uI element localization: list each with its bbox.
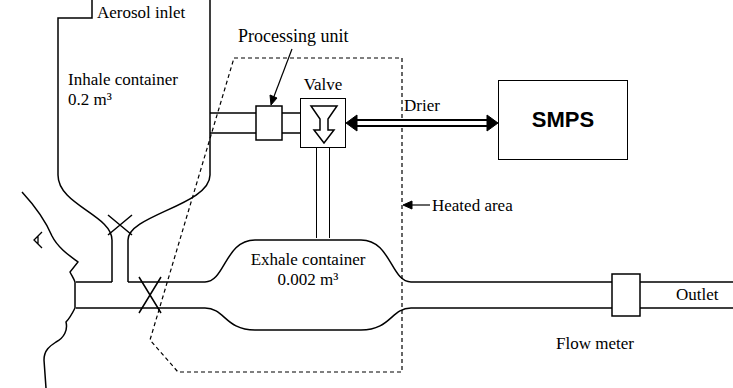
connector-outer (357, 119, 487, 127)
valve-outline-path (311, 106, 337, 143)
connector-inner (317, 148, 329, 238)
face-profile (22, 192, 78, 388)
heated-area-outline (150, 58, 402, 372)
leader-line (410, 204, 430, 205)
processing-unit-label: Processing unit (238, 26, 349, 46)
valve-box: Valve (300, 98, 346, 148)
funnel-outline-path (128, 0, 210, 282)
sample-pipe (210, 113, 300, 133)
exhale-check-valve (139, 277, 161, 313)
leader-arrowhead (403, 201, 412, 209)
arrowhead (487, 115, 498, 131)
bulb-outline-path (205, 308, 411, 330)
valve-outline (301, 99, 347, 149)
connector-outer (316, 148, 330, 238)
inhale-container: Inhale container0.2 m³ (40, 0, 230, 300)
inhale-check-valve (108, 215, 132, 235)
mouth-tube (76, 282, 205, 308)
edge-label: Drier (404, 96, 440, 116)
node-text: 0.2 m³ (68, 90, 178, 110)
node-text: Exhale container (205, 250, 411, 270)
eye-symbol (34, 232, 42, 248)
text-area: SMPS (499, 81, 627, 159)
outlet-tube (411, 282, 733, 308)
label-holder: Processing unit (238, 26, 349, 46)
node-text: Valve (301, 75, 345, 95)
connector-inner (357, 121, 487, 125)
text-area: Inhale container0.2 m³ (68, 70, 178, 110)
smps-box: SMPS (498, 80, 628, 160)
exhale-container: Exhale container0.002 m³ (205, 238, 411, 332)
edge-label-holder: Drier (404, 96, 440, 116)
flow-meter-label: Flow meter (556, 334, 634, 354)
heated-area-label: Heated area (432, 196, 513, 216)
leader-line (273, 49, 292, 99)
processing-unit-symbol (256, 106, 282, 140)
drier-line (346, 115, 498, 131)
leader-arrowhead (270, 95, 277, 105)
valve-pipe (323, 148, 324, 238)
text-area: Exhale container0.002 m³ (205, 250, 411, 290)
node-text: 0.002 m³ (205, 270, 411, 290)
label-holder: Outlet (676, 285, 719, 305)
funnel-outline (40, 0, 230, 300)
label-holder: Flow meter (556, 334, 634, 354)
outlet-label: Outlet (676, 285, 719, 305)
label-holder: Aerosol inlet (97, 3, 185, 23)
label-holder: Heated area (432, 196, 513, 216)
inlet-label: Aerosol inlet (97, 3, 185, 23)
arrowhead (346, 115, 357, 131)
node-text: SMPS (532, 107, 594, 133)
text-area: Valve (301, 75, 345, 95)
node-text: Inhale container (68, 70, 178, 90)
flow-meter-symbol (612, 274, 640, 316)
funnel-outline-path (58, 0, 112, 282)
